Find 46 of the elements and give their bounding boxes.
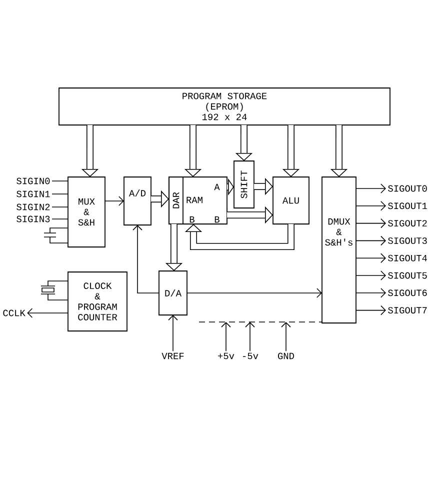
signal-label: SIGOUT2 [388,220,427,226]
arrow [27,308,68,318]
signal-line [52,206,68,208]
shifter-box: SHIFT [234,160,254,208]
signal-label: SIGOUT4 [388,254,427,262]
signal-label: SIGOUT0 [388,185,427,192]
signal-label: SIGOUT7 [388,307,427,314]
arrow [356,184,386,194]
arrow [356,201,386,211]
converter-box: A/D [124,176,152,226]
signal-label: SIGIN3 [16,216,50,222]
signal-label: SIGOUT3 [388,237,427,244]
signal-label: VREF [162,352,184,360]
alu-box: ALU [272,176,310,224]
arrow [356,305,386,316]
arrow [168,315,178,352]
arrow [104,196,124,206]
arrow [356,253,386,263]
arrow [356,236,386,246]
converter-box: D/A [158,270,188,316]
signal-line [52,180,68,182]
arrow [356,218,386,228]
arrow [281,322,291,352]
demultiplexer-box: DMUX & S&H's [322,176,356,324]
supply-label: GND [278,352,294,360]
signal-label: SIGIN0 [16,178,50,184]
signal-line [52,218,68,220]
arrow [356,288,386,298]
arrow [356,270,386,280]
multiplexer-box: MUX & S&H [68,176,106,248]
supply-label: -5v [243,352,258,360]
signal-label: SIGOUT1 [388,202,427,210]
program-storage-box: PROGRAM STORAGE (EPROM) 192 x 24 [58,88,390,126]
arrow [245,322,255,352]
arrow [132,225,160,294]
register-box: DAR [168,176,184,224]
signal-label: SIGOUT6 [388,290,427,296]
signal-label: SIGIN1 [16,190,50,198]
arrow [186,288,322,298]
bus-arrow [184,224,294,250]
signal-label: SIGIN2 [16,204,50,210]
signal-label: CCLK [3,310,26,316]
arrow [221,322,231,352]
signal-label: SIGOUT5 [388,272,427,279]
supply-label: +5v [218,352,234,360]
clock-counter-box: CLOCK & PROGRAM COUNTER [68,272,128,332]
